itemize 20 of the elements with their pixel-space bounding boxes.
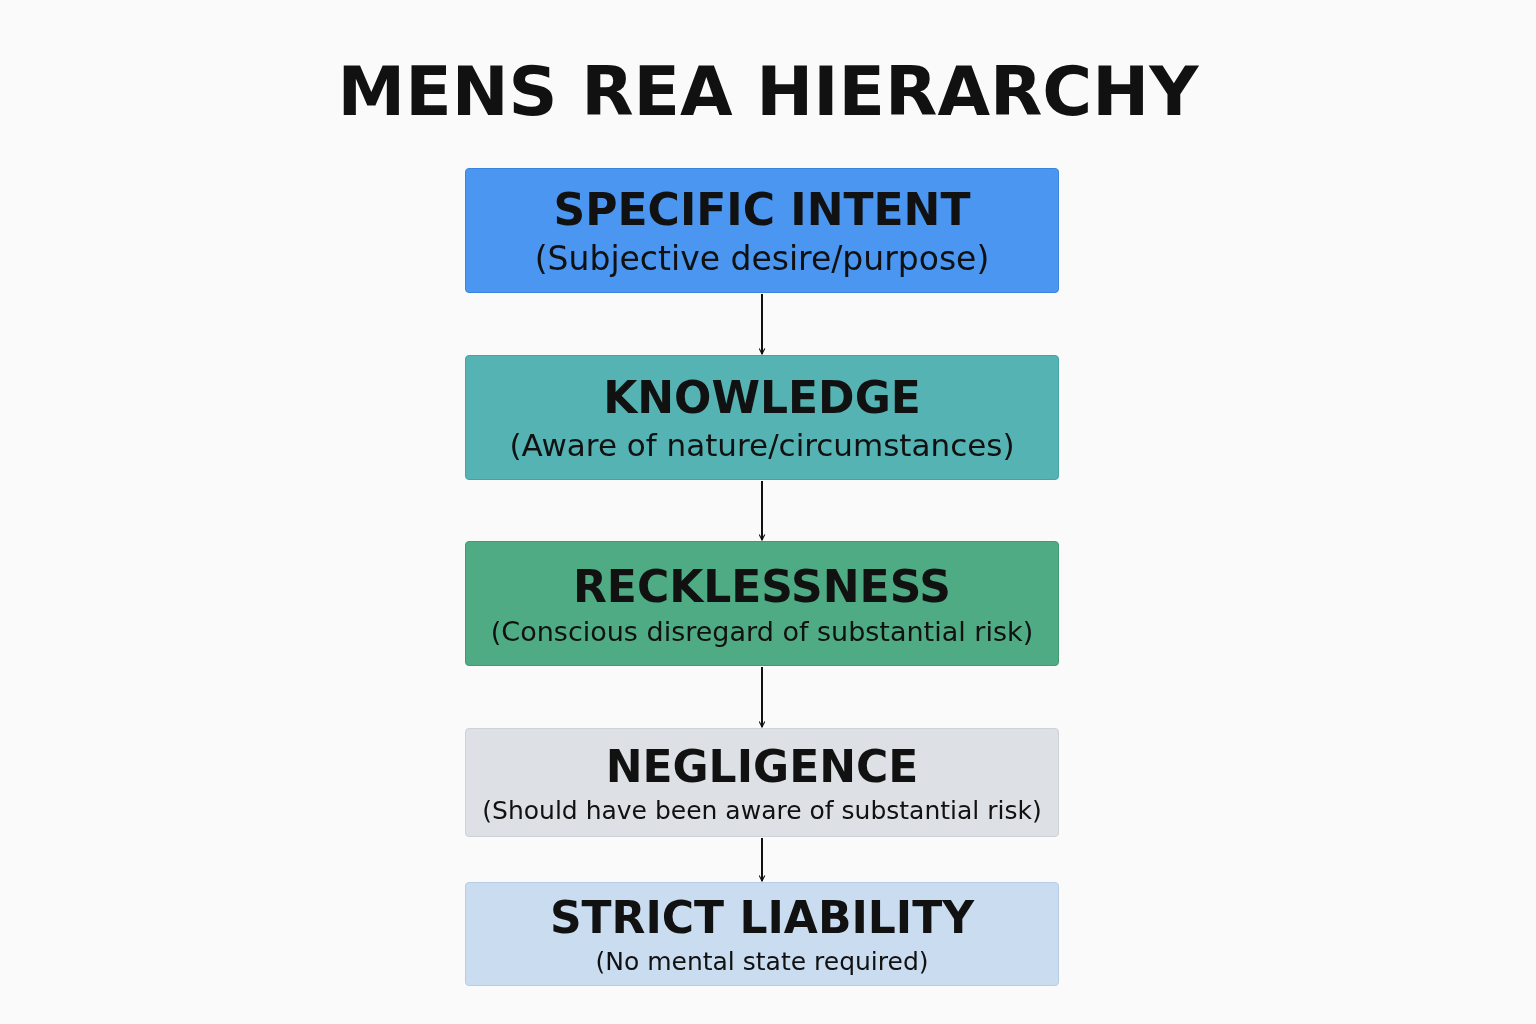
level-box bbox=[465, 541, 1059, 666]
level-description: (Subjective desire/purpose) bbox=[534, 238, 990, 278]
level-description: (No mental state required) bbox=[595, 947, 929, 976]
level-heading: STRICT LIABILITY bbox=[549, 892, 975, 943]
arrow bbox=[758, 837, 766, 882]
level-box bbox=[465, 728, 1059, 837]
level-heading: SPECIFIC INTENT bbox=[553, 183, 971, 235]
arrow bbox=[758, 666, 766, 728]
level-box bbox=[465, 355, 1059, 480]
level-box bbox=[465, 168, 1059, 293]
level-box bbox=[465, 882, 1059, 986]
level-description: (Should have been aware of substantial risk) bbox=[482, 795, 1042, 825]
level-heading: RECKLESSNESS bbox=[572, 560, 952, 612]
arrow bbox=[758, 293, 766, 355]
diagram-title: MENS REA HIERARCHY bbox=[336, 52, 1200, 131]
level-description: (Aware of nature/circumstances) bbox=[509, 427, 1015, 463]
level-heading: NEGLIGENCE bbox=[605, 740, 919, 792]
level-description: (Conscious disregard of substantial risk) bbox=[490, 615, 1034, 647]
arrow bbox=[758, 480, 766, 541]
level-heading: KNOWLEDGE bbox=[603, 372, 921, 423]
